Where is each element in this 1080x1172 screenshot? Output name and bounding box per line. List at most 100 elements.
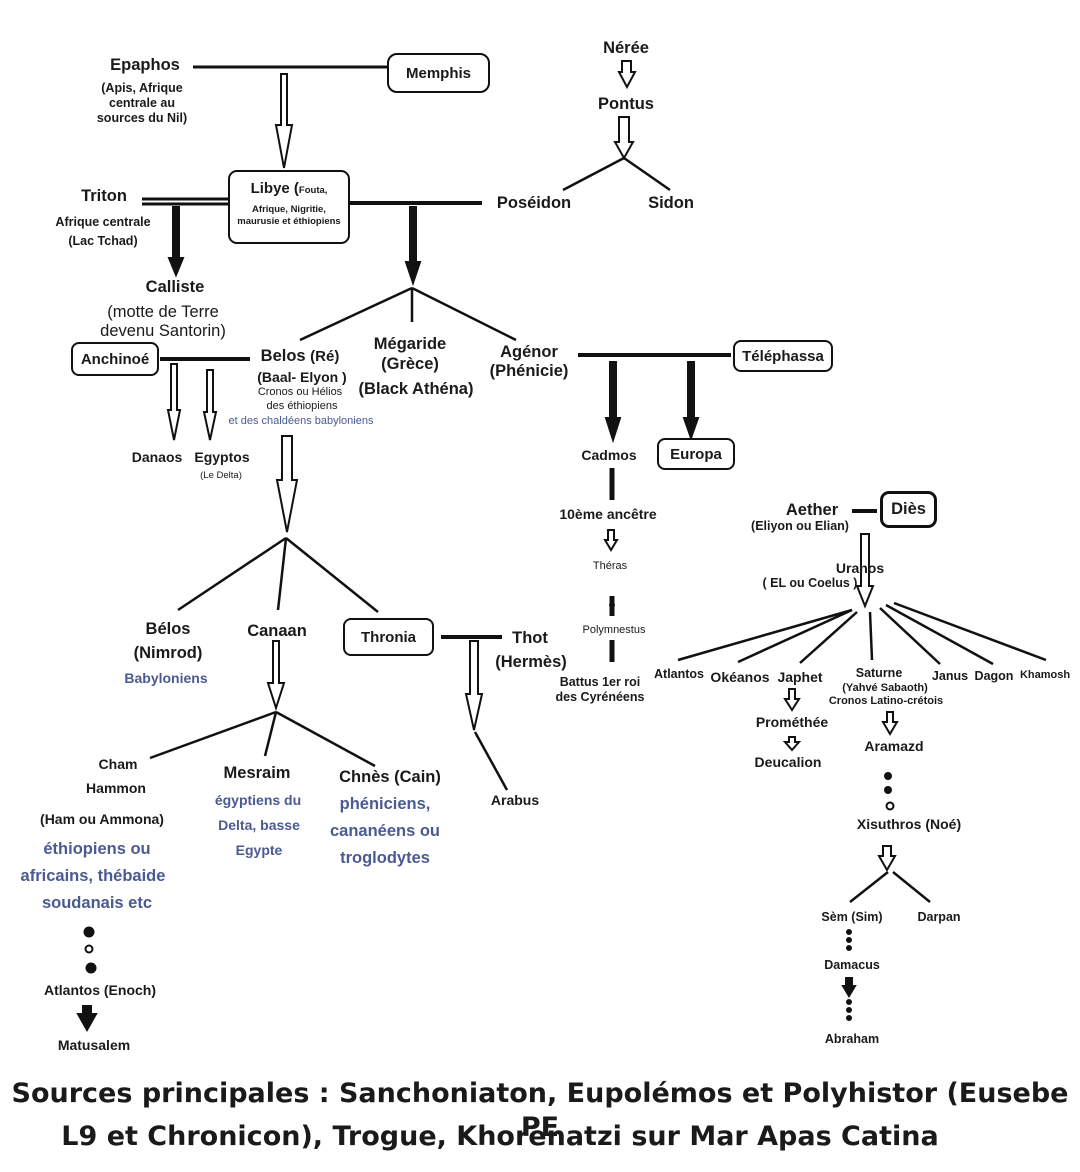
libye-sub-1: Fouta, xyxy=(298,185,328,196)
node-triton-note-1: Afrique centrale xyxy=(55,215,151,229)
arrow-icon xyxy=(617,60,637,90)
node-chnes-peoples-2: cananéens ou xyxy=(329,822,441,840)
node-ham-note: (Ham ou Ammona) xyxy=(40,811,164,827)
node-thronia: Thronia xyxy=(343,618,434,656)
node-xisuthros: Xisuthros (Noé) xyxy=(856,816,962,832)
ellipsis-dot xyxy=(884,786,892,794)
arrow-icon xyxy=(877,845,897,873)
telephassa-label: Téléphassa xyxy=(742,347,824,365)
node-battus-2: des Cyrénéens xyxy=(555,690,645,704)
node-thot-2: (Hermès) xyxy=(495,653,567,671)
node-megaride-1: Mégaride xyxy=(373,335,447,353)
branch-line xyxy=(849,871,889,903)
ellipsis-dot xyxy=(85,962,97,974)
node-janus: Janus xyxy=(931,669,969,683)
branch-line xyxy=(868,611,874,661)
arrow-icon xyxy=(603,529,619,552)
node-chnes: Chnès (Cain) xyxy=(339,768,441,786)
node-aether-note: (Eliyon ou Elian) xyxy=(751,519,849,533)
node-aramazd: Aramazd xyxy=(864,738,924,754)
node-canaan: Canaan xyxy=(247,622,307,640)
branch-line xyxy=(411,286,517,342)
anchinoe-label: Anchinoé xyxy=(80,350,150,368)
branch-line xyxy=(799,611,858,664)
arrow-icon xyxy=(76,1005,98,1033)
node-cham-peoples-3: soudanais etc xyxy=(41,894,153,912)
node-dagon: Dagon xyxy=(974,669,1014,683)
node-battus-1: Battus 1er roi xyxy=(559,675,641,689)
node-danaos: Danaos xyxy=(131,449,183,465)
ellipsis-dot xyxy=(846,937,852,943)
branch-line xyxy=(263,711,278,757)
node-uranos-note: ( EL ou Coelus ) xyxy=(762,576,858,590)
thronia-label: Thronia xyxy=(361,628,416,646)
arrow-icon xyxy=(266,640,286,712)
node-mesraim-peoples-1: égyptiens du xyxy=(214,792,302,808)
arrow-icon xyxy=(881,711,899,736)
node-calliste-note-2: devenu Santorin) xyxy=(100,322,226,340)
node-epaphos-note-1: (Apis, Afrique xyxy=(101,81,183,95)
arrow-icon xyxy=(613,116,635,161)
arrow-icon xyxy=(841,977,857,998)
node-neree: Nérée xyxy=(603,39,649,57)
node-calliste-note-1: (motte de Terre xyxy=(107,303,219,321)
node-saturne-note-1: (Yahvé Sabaoth) xyxy=(842,682,928,694)
node-belos-nimrod-2: (Nimrod) xyxy=(133,644,203,662)
node-aether: Aether xyxy=(785,501,839,519)
node-cham-peoples-2: africains, thébaide xyxy=(20,867,166,885)
node-sem: Sèm (Sim) xyxy=(821,910,883,924)
branch-line xyxy=(285,537,379,613)
europa-label: Europa xyxy=(670,445,722,463)
libye-sub-2: Afrique, Nigritie, xyxy=(252,204,326,215)
node-mesraim-peoples-2: Delta, basse xyxy=(218,817,300,833)
ellipsis-dot xyxy=(609,602,615,608)
libye-sub-3: maurusie et éthiopiens xyxy=(237,216,341,227)
node-megaride-3: (Black Athéna) xyxy=(358,380,474,398)
libye-label: Libye ( xyxy=(250,180,299,197)
node-polymnestus: Polymnestus xyxy=(582,624,646,636)
node-epaphos: Epaphos xyxy=(110,56,180,74)
node-mesraim-peoples-3: Egypte xyxy=(235,842,283,858)
branch-line xyxy=(892,871,931,903)
branch-line xyxy=(473,731,509,791)
branch-line xyxy=(677,608,853,662)
arrow-icon xyxy=(783,688,801,712)
node-theras: Théras xyxy=(592,560,628,572)
ellipsis-dot xyxy=(884,772,892,780)
belos-re: (Ré) xyxy=(310,348,340,365)
branch-line xyxy=(879,607,941,665)
node-thot-1: Thot xyxy=(512,629,548,647)
node-uranos: Uranos xyxy=(835,560,885,576)
node-chnes-peoples-1: phéniciens, xyxy=(339,795,431,813)
ellipsis-dot xyxy=(846,999,852,1005)
arrow-icon xyxy=(604,361,622,444)
branch-line xyxy=(177,536,287,612)
footer-sources-line-2: L9 et Chronicon), Trogue, Khorenatzi sur… xyxy=(61,1121,939,1152)
ellipsis-dot xyxy=(84,944,94,954)
branch-line xyxy=(149,710,277,760)
branch-line xyxy=(275,710,376,768)
node-egyptos-note: (Le Delta) xyxy=(200,470,242,481)
node-atlantos-enoch: Atlantos (Enoch) xyxy=(44,982,156,998)
node-agenor-2: (Phénicie) xyxy=(489,362,569,380)
branch-line xyxy=(885,603,994,666)
node-anchinoe: Anchinoé xyxy=(71,342,159,376)
node-egyptos: Egyptos xyxy=(194,449,250,465)
node-saturne: Saturne xyxy=(855,666,903,680)
ellipsis-dot xyxy=(885,801,895,811)
branch-line xyxy=(562,156,625,192)
node-cadmos: Cadmos xyxy=(581,447,637,463)
node-arabus: Arabus xyxy=(490,792,540,808)
arrow-icon xyxy=(404,206,422,287)
arrow-icon xyxy=(167,206,185,278)
ellipsis-dot xyxy=(846,1015,852,1021)
arrow-icon xyxy=(855,533,875,609)
node-damacus: Damacus xyxy=(824,958,880,972)
arrow-icon xyxy=(682,361,700,442)
arrow-icon xyxy=(166,363,182,441)
memphis-label: Memphis xyxy=(405,64,471,82)
node-deucalion: Deucalion xyxy=(754,754,822,770)
node-europa: Europa xyxy=(657,438,735,470)
